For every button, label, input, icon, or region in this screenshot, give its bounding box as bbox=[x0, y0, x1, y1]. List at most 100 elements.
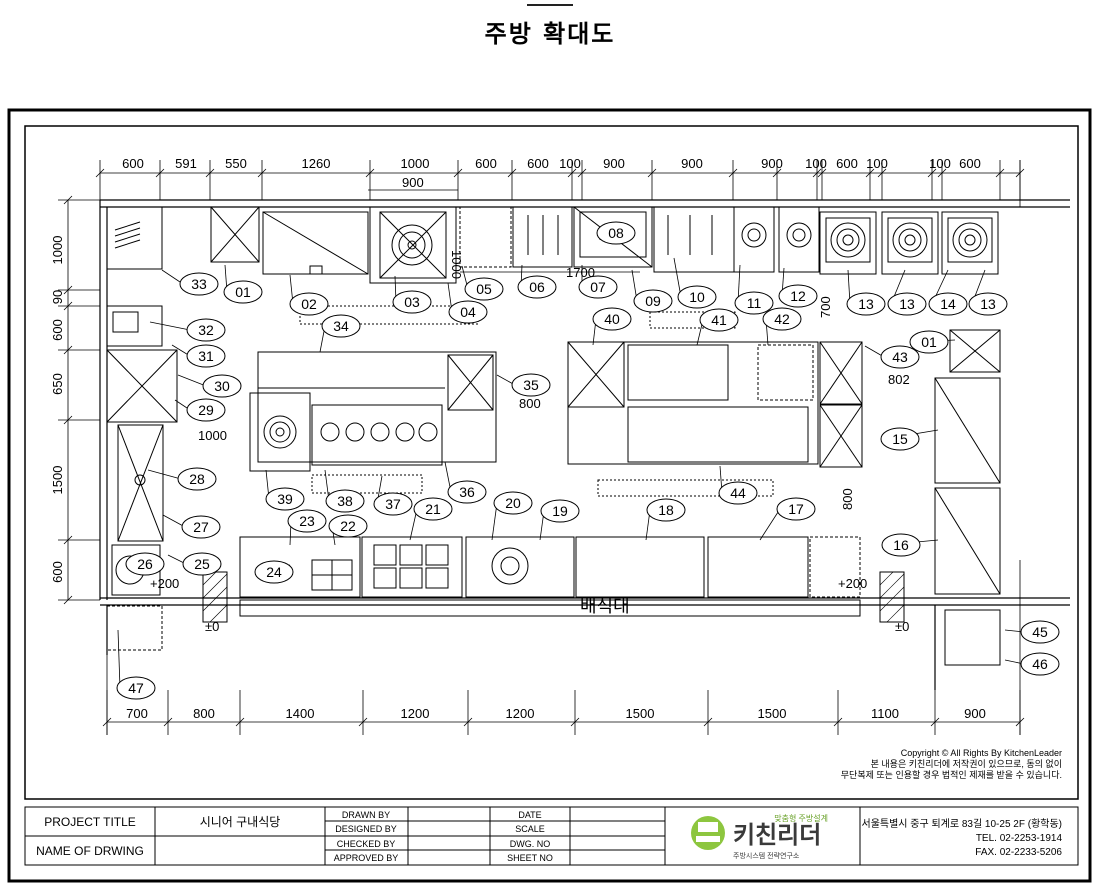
equipment-number: 25 bbox=[194, 556, 210, 572]
equipment-number: 13 bbox=[899, 296, 915, 312]
equipment-number: 20 bbox=[505, 495, 521, 511]
dim-800-right: 800 bbox=[840, 488, 855, 510]
callout-leader bbox=[673, 257, 682, 298]
callout-bubble bbox=[762, 307, 802, 331]
dim-bottom-6: 1500 bbox=[758, 706, 787, 721]
dim-left-3: 650 bbox=[50, 373, 65, 395]
equipment-number: 46 bbox=[1032, 656, 1048, 672]
equipment-number: 24 bbox=[266, 564, 282, 580]
page-title: 주방 확대도 bbox=[484, 20, 616, 48]
dim-900-top: 900 bbox=[402, 175, 424, 190]
callout-bubble bbox=[186, 344, 226, 368]
role-checked-by: CHECKED BY bbox=[337, 839, 396, 849]
dim-bottom-4: 1200 bbox=[506, 706, 535, 721]
company-tel: TEL. 02-2253-1914 bbox=[976, 833, 1063, 844]
dim-left-0: 1000 bbox=[50, 236, 65, 265]
equipment-number: 33 bbox=[191, 276, 207, 292]
dim-bottom-8: 900 bbox=[964, 706, 986, 721]
level-plus200-left: +200 bbox=[150, 576, 179, 591]
callout-leader bbox=[149, 321, 191, 331]
equipment-number: 10 bbox=[689, 289, 705, 305]
callout-bubble bbox=[413, 497, 453, 521]
logo-sub: 주방시스템 전략연구소 bbox=[733, 851, 800, 860]
callout-bubble bbox=[179, 272, 219, 296]
equipment bbox=[106, 206, 1001, 666]
equipment-number: 19 bbox=[552, 503, 568, 519]
equipment-number: 35 bbox=[523, 377, 539, 393]
callout-bubble bbox=[493, 491, 533, 515]
dim-top-4: 1000 bbox=[401, 156, 430, 171]
callout-leader bbox=[161, 269, 184, 285]
callout-bubble bbox=[596, 221, 636, 245]
equipment-number: 01 bbox=[235, 284, 251, 300]
equipment-number: 02 bbox=[301, 296, 317, 312]
callout-bubble bbox=[928, 292, 968, 316]
callout-leader bbox=[117, 629, 121, 689]
equipment-number: 07 bbox=[590, 279, 606, 295]
callout-bubble bbox=[223, 280, 263, 304]
callout-bubble bbox=[116, 676, 156, 700]
dim-bottom-7: 1100 bbox=[871, 706, 899, 721]
dim-top-3: 1260 bbox=[302, 156, 331, 171]
callout-bubble bbox=[540, 499, 580, 523]
equipment-number: 01 bbox=[921, 334, 937, 350]
equipment-number: 05 bbox=[476, 281, 492, 297]
callout-leader bbox=[162, 514, 186, 528]
callout-bubble bbox=[909, 330, 949, 354]
callout-bubble bbox=[511, 373, 551, 397]
info-sheet-no: SHEET NO bbox=[507, 853, 553, 863]
dim-top-6: 600 bbox=[527, 156, 549, 171]
callout-bubble bbox=[776, 497, 816, 521]
callout-leader bbox=[147, 469, 182, 480]
callout-bubble bbox=[186, 398, 226, 422]
dim-top-5: 600 bbox=[475, 156, 497, 171]
equipment-number: 31 bbox=[198, 348, 214, 364]
company-fax: FAX. 02-2233-5206 bbox=[975, 847, 1062, 858]
equipment-number: 03 bbox=[404, 294, 420, 310]
equipment-number: 43 bbox=[892, 349, 908, 365]
equipment-number: 21 bbox=[425, 501, 441, 517]
dim-bottom-1: 800 bbox=[193, 706, 215, 721]
callout-bubble bbox=[289, 292, 329, 316]
dim-top-0: 600 bbox=[122, 156, 144, 171]
dim-top-15: 600 bbox=[959, 156, 981, 171]
title-rule bbox=[527, 4, 573, 6]
callout-bubble bbox=[1020, 652, 1060, 676]
equipment-number: 30 bbox=[214, 378, 230, 394]
callout-bubble bbox=[125, 552, 165, 576]
level-plus200-right: +200 bbox=[838, 576, 867, 591]
equipment-number: 06 bbox=[529, 279, 545, 295]
drawing-name-label: NAME OF DRWING bbox=[36, 844, 144, 858]
project-title-label: PROJECT TITLE bbox=[44, 815, 136, 829]
callout-bubble bbox=[718, 481, 758, 505]
callout-leader bbox=[759, 508, 781, 541]
role-approved-by: APPROVED BY bbox=[334, 853, 399, 863]
callout-bubble bbox=[846, 292, 886, 316]
copyright-line-2: 본 내용은 키친리더에 저작권이 있으므로, 동의 없이 bbox=[871, 758, 1062, 769]
callout-bubble bbox=[202, 374, 242, 398]
equipment-number: 09 bbox=[645, 293, 661, 309]
equipment-number: 39 bbox=[277, 491, 293, 507]
dim-left-5: 600 bbox=[50, 561, 65, 583]
callout-bubble bbox=[321, 314, 361, 338]
callout-bubble bbox=[181, 515, 221, 539]
callout-bubble bbox=[887, 292, 927, 316]
dim-top-11: 100 bbox=[805, 156, 827, 171]
callout-bubble bbox=[646, 498, 686, 522]
callout-bubble bbox=[880, 427, 920, 451]
company-address: 서울특별시 중구 퇴계로 83길 10-25 2F (황학동) bbox=[862, 817, 1063, 830]
callout-bubble bbox=[287, 509, 327, 533]
copyright-line-1: Copyright © All Rights By KitchenLeader bbox=[901, 748, 1062, 758]
level-zero-right: ±0 bbox=[895, 619, 909, 634]
callout-bubble bbox=[447, 480, 487, 504]
dim-top-12: 600 bbox=[836, 156, 858, 171]
callout-bubble bbox=[392, 290, 432, 314]
dim-top-14: 100 bbox=[929, 156, 951, 171]
callout-bubble bbox=[448, 300, 488, 324]
callout-bubble bbox=[182, 552, 222, 576]
equipment-number: 47 bbox=[128, 680, 144, 696]
equipment-number: 15 bbox=[892, 431, 908, 447]
callout-bubble bbox=[254, 560, 294, 584]
equipment-number: 37 bbox=[385, 496, 401, 512]
logo-name: 키친리더 bbox=[733, 822, 821, 849]
